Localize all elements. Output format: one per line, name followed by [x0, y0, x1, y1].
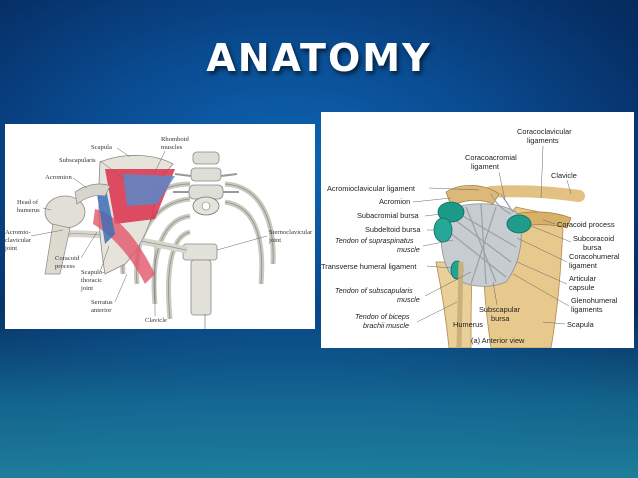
- label-head-humerus-2: humerus: [17, 207, 40, 214]
- label-biceps-2: brachii muscle: [363, 321, 409, 330]
- label-coracoid-1: Coracoid: [55, 255, 80, 262]
- shoulder-joint-figure: Coracoclavicular ligaments Coracoacromia…: [321, 112, 634, 348]
- label-acromioclavicular-1: Acromio-: [5, 229, 31, 236]
- label-coracohumeral-1: Coracohumeral: [569, 252, 620, 261]
- label-supraspinatus-2: muscle: [397, 245, 420, 254]
- label-glenohumeral-2: ligaments: [571, 305, 603, 314]
- label-subscapularis-2: muscle: [397, 295, 420, 304]
- label-humerus: Humerus: [453, 320, 483, 329]
- label-subscapularis-1: Tendon of subscapularis: [335, 286, 413, 295]
- label-clavicle: Clavicle: [551, 171, 577, 180]
- label-scapulothoracic-1: Scapulo-: [81, 269, 104, 276]
- vertebral-column: [173, 151, 239, 216]
- shoulder-girdle-figure: Scapula Rhomboid muscles Subscapularis A…: [5, 124, 315, 329]
- label-subscapular-bursa-1: Subscapular: [479, 305, 521, 314]
- label-rhomboid-1: Rhomboid: [161, 136, 190, 143]
- label-coracoid: Coracoid process: [557, 220, 615, 229]
- label-subscapular-bursa-2: bursa: [491, 314, 510, 323]
- label-subcoracoid-2: bursa: [583, 243, 602, 252]
- subdeltoid-bursa: [433, 217, 453, 243]
- label-acromion: Acromion: [45, 174, 72, 181]
- label-articular-2: capsule: [569, 283, 594, 292]
- label-acromioclavicular-2: clavicular: [5, 237, 32, 244]
- label-acromioclavicular: Acromioclavicular ligament: [327, 184, 415, 193]
- label-subcoracoid-1: Subcoracoid: [573, 234, 614, 243]
- label-subdeltoid: Subdeltoid bursa: [365, 225, 421, 234]
- label-serratus-1: Serratus: [91, 299, 113, 306]
- label-coracoacromial-2: ligament: [471, 162, 499, 171]
- label-head-humerus-1: Head of: [17, 199, 39, 206]
- label-coracoclavicular-2: ligaments: [527, 136, 559, 145]
- right-figure-labels: Coracoclavicular ligaments Coracoacromia…: [321, 127, 620, 345]
- label-articular-1: Articular: [569, 274, 597, 283]
- label-clavicle: Clavicle: [145, 317, 167, 324]
- left-figure-labels: Scapula Rhomboid muscles Subscapularis A…: [5, 136, 313, 324]
- slide-title: ANATOMY: [206, 36, 432, 80]
- label-scapulothoracic-2: thoracic: [81, 277, 102, 284]
- subacromial-bursa: [437, 201, 465, 223]
- label-scapula: Scapula: [567, 320, 595, 329]
- label-subacromial: Subacromial bursa: [357, 211, 420, 220]
- label-glenohumeral-1: Glenohumeral: [571, 296, 618, 305]
- label-serratus-2: anterior: [91, 307, 112, 314]
- sternum: [182, 243, 218, 329]
- shoulder-joint-illustration: Coracoclavicular ligaments Coracoacromia…: [321, 127, 620, 348]
- subcoracoid-bursa: [506, 214, 532, 234]
- label-view: (a) Anterior view: [471, 336, 525, 345]
- acromion-bone: [445, 185, 500, 207]
- subscapularis-muscle: [123, 174, 175, 206]
- label-subscapularis: Subscapularis: [59, 157, 96, 164]
- label-transverse: Transverse humeral ligament: [321, 262, 416, 271]
- label-acromioclavicular-3: joint: [5, 245, 17, 252]
- shoulder-girdle-illustration: Scapula Rhomboid muscles Subscapularis A…: [5, 136, 313, 329]
- label-coracoid-2: process: [55, 263, 75, 270]
- label-rhomboid-2: muscles: [161, 144, 183, 151]
- label-biceps-1: Tendon of biceps: [355, 312, 410, 321]
- label-scapula: Scapula: [91, 144, 112, 151]
- label-sternoclavicular-1: Sternoclavicular: [269, 229, 313, 236]
- label-coracoclavicular-1: Coracoclavicular: [517, 127, 572, 136]
- label-coracohumeral-2: ligament: [569, 261, 597, 270]
- clavicle-bone: [485, 185, 585, 202]
- label-acromion: Acromion: [379, 197, 410, 206]
- label-supraspinatus-1: Tendon of supraspinatus: [335, 236, 414, 245]
- label-coracoacromial-1: Coracoacromial: [465, 153, 517, 162]
- label-sternoclavicular-2: joint: [268, 237, 281, 244]
- label-scapulothoracic-3: joint: [80, 285, 93, 292]
